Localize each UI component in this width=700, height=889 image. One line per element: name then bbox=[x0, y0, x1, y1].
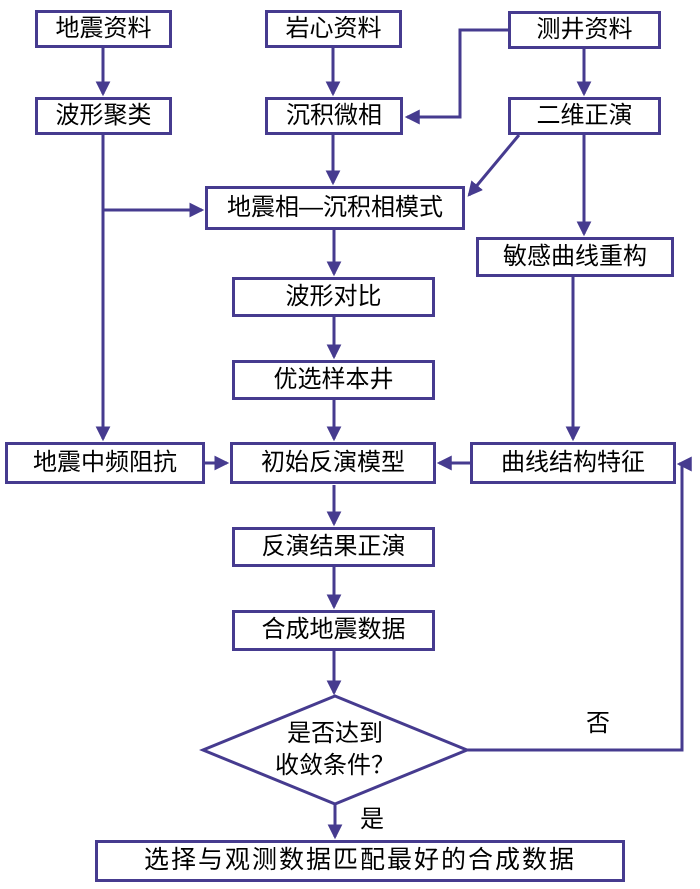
node-sensitive-curve-reconstruction: 敏感曲线重构 bbox=[476, 237, 674, 277]
node-initial-inversion-model: 初始反演模型 bbox=[230, 442, 436, 484]
node-sedimentary-microfacies: 沉积微相 bbox=[265, 97, 403, 135]
node-waveform-comparison: 波形对比 bbox=[232, 277, 435, 317]
edge-logging-data-to-sedimentary-microfacies bbox=[404, 28, 508, 125]
edge-2d-forward-to-facies-model bbox=[467, 134, 521, 197]
node-logging-data: 测井资料 bbox=[508, 11, 661, 49]
decision-diamond bbox=[199, 694, 471, 806]
node-inversion-result-forward: 反演结果正演 bbox=[232, 527, 435, 567]
branch-label-no: 否 bbox=[586, 710, 610, 737]
node-synthetic-seismic-data: 合成地震数据 bbox=[232, 610, 435, 651]
convergence-check-line1: 是否达到 bbox=[287, 720, 383, 747]
node-waveform-clustering: 波形聚类 bbox=[35, 97, 172, 135]
convergence-check-line2: 收敛条件？ bbox=[275, 752, 395, 779]
edge-decision-no-to-curve-structure bbox=[467, 456, 692, 752]
node-2d-forward-modeling: 二维正演 bbox=[508, 97, 661, 135]
node-optimal-sample-well: 优选样本井 bbox=[232, 360, 435, 400]
node-core-data: 岩心资料 bbox=[265, 10, 402, 48]
node-curve-structure-features: 曲线结构特征 bbox=[470, 442, 676, 484]
node-seismic-mid-frequency-impedance: 地震中频阻抗 bbox=[5, 442, 205, 484]
node-convergence-check: 是否达到 收敛条件？ bbox=[230, 718, 440, 782]
branch-label-yes: 是 bbox=[360, 806, 384, 833]
node-seismic-data: 地震资料 bbox=[35, 10, 172, 48]
node-final-selection: 选择与观测数据匹配最好的合成数据 bbox=[95, 840, 625, 882]
node-facies-model: 地震相—沉积相模式 bbox=[205, 186, 465, 230]
